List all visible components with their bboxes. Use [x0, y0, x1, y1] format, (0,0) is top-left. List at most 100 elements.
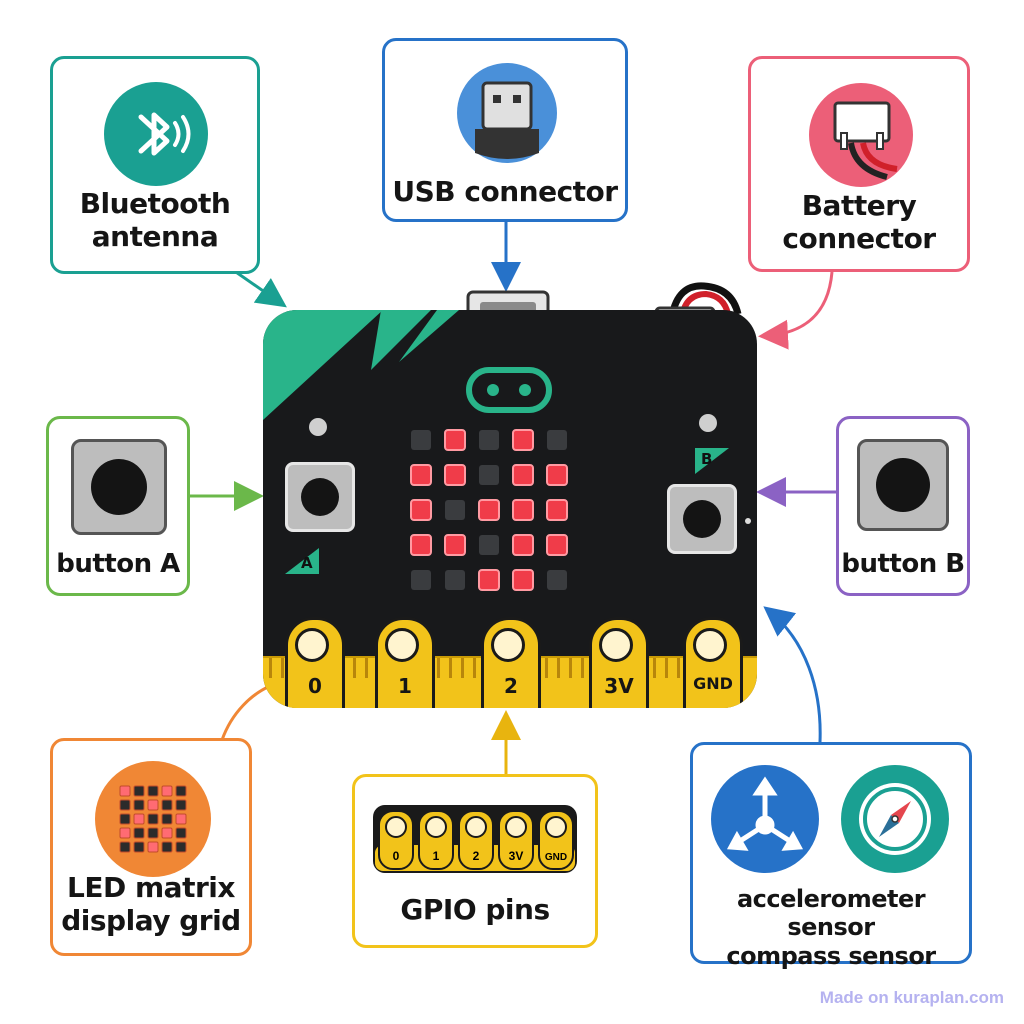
pin-hole — [491, 628, 525, 662]
mini-led — [161, 813, 173, 825]
gpio-label: GPIO pins — [400, 893, 550, 926]
led-4-0 — [411, 570, 431, 590]
led-1-2 — [479, 465, 499, 485]
edge-finger — [281, 658, 284, 678]
usb-icon — [457, 63, 557, 163]
button-b-marker — [695, 448, 729, 474]
pin-label: 1 — [398, 674, 412, 698]
bluetooth-icon — [104, 82, 208, 186]
battery-callout: Battery connector — [748, 56, 970, 272]
led-2-2 — [478, 499, 500, 521]
led-1-0 — [410, 464, 432, 486]
led-matrix-label: LED matrix display grid — [61, 871, 241, 938]
mini-led — [147, 841, 159, 853]
edge-finger — [665, 658, 668, 678]
led-4-2 — [478, 569, 500, 591]
edge-finger — [569, 658, 572, 678]
mini-led — [119, 827, 131, 839]
pin-label: 0 — [308, 674, 322, 698]
mini-led — [133, 799, 145, 811]
edge-finger — [437, 658, 440, 678]
led-0-0 — [411, 430, 431, 450]
compass-icon — [841, 765, 949, 873]
button-b-icon — [857, 439, 949, 531]
mini-led — [119, 841, 131, 853]
button-b-label: button B — [841, 549, 965, 579]
button-a[interactable] — [285, 462, 355, 532]
mini-led — [119, 785, 131, 797]
edge-finger — [449, 658, 452, 678]
led-grid-icon — [95, 761, 211, 877]
mini-led — [175, 785, 187, 797]
battery-label: Battery connector — [782, 189, 936, 256]
button-b-mark: B — [701, 450, 713, 468]
edge-finger — [557, 658, 560, 678]
mini-led — [133, 813, 145, 825]
mini-led — [161, 841, 173, 853]
pin-1[interactable]: 1 — [375, 617, 435, 708]
usb-callout: USB connector — [382, 38, 628, 222]
pin-0[interactable]: 0 — [285, 617, 345, 708]
bluetooth-label: Bluetooth antenna — [79, 187, 231, 254]
mini-led — [119, 813, 131, 825]
accelerometer-icon — [711, 765, 819, 873]
led-0-1 — [444, 429, 466, 451]
mounting-hole-right — [699, 414, 717, 432]
led-2-4 — [546, 499, 568, 521]
mini-led — [133, 841, 145, 853]
mini-led — [161, 799, 173, 811]
gpio-mini-label: GND — [545, 852, 567, 863]
battery-connector-icon — [809, 83, 913, 187]
mini-led — [133, 785, 145, 797]
microbit-board: A B 0 1 2 3V GND — [263, 310, 757, 708]
pin-gnd[interactable]: GND — [683, 617, 743, 708]
gpio-mini-hole — [505, 816, 527, 838]
gpio-mini-hole — [465, 816, 487, 838]
button-a-mark: A — [301, 554, 313, 572]
gpio-mini-label: 2 — [473, 849, 480, 863]
button-a-label: button A — [56, 549, 180, 579]
pin-3v[interactable]: 3V — [589, 617, 649, 708]
pin-2[interactable]: 2 — [481, 617, 541, 708]
edge-finger — [353, 658, 356, 678]
pin-label: 3V — [604, 674, 634, 698]
mounting-hole-left — [309, 418, 327, 436]
board-face-logo — [466, 367, 552, 413]
gpio-mini-hole — [385, 816, 407, 838]
pin-label: 2 — [504, 674, 518, 698]
led-3-4 — [546, 534, 568, 556]
led-matrix-callout: LED matrix display grid — [50, 738, 252, 956]
mini-led — [175, 813, 187, 825]
gpio-mini-label: 0 — [393, 849, 400, 863]
led-3-1 — [444, 534, 466, 556]
gpio-mini-hole — [425, 816, 447, 838]
led-1-3 — [512, 464, 534, 486]
led-3-0 — [410, 534, 432, 556]
mini-led — [175, 827, 187, 839]
led-3-3 — [512, 534, 534, 556]
led-1-1 — [444, 464, 466, 486]
mini-led — [147, 827, 159, 839]
edge-finger — [545, 658, 548, 678]
board-edge-dot — [745, 518, 751, 524]
mini-led — [147, 813, 159, 825]
edge-finger — [365, 658, 368, 678]
led-2-3 — [512, 499, 534, 521]
gpio-mini-label: 1 — [433, 849, 440, 863]
edge-finger — [653, 658, 656, 678]
led-3-2 — [479, 535, 499, 555]
edge-finger — [473, 658, 476, 678]
mini-led — [175, 799, 187, 811]
button-a-marker — [285, 548, 319, 574]
edge-finger — [461, 658, 464, 678]
led-0-3 — [512, 429, 534, 451]
led-2-0 — [410, 499, 432, 521]
pin-hole — [295, 628, 329, 662]
edge-finger — [269, 658, 272, 678]
usb-label: USB connector — [392, 175, 618, 208]
sensors-callout: accelerometer sensor compass sensor — [690, 742, 972, 970]
button-b[interactable] — [667, 484, 737, 554]
button-a-icon — [71, 439, 167, 535]
